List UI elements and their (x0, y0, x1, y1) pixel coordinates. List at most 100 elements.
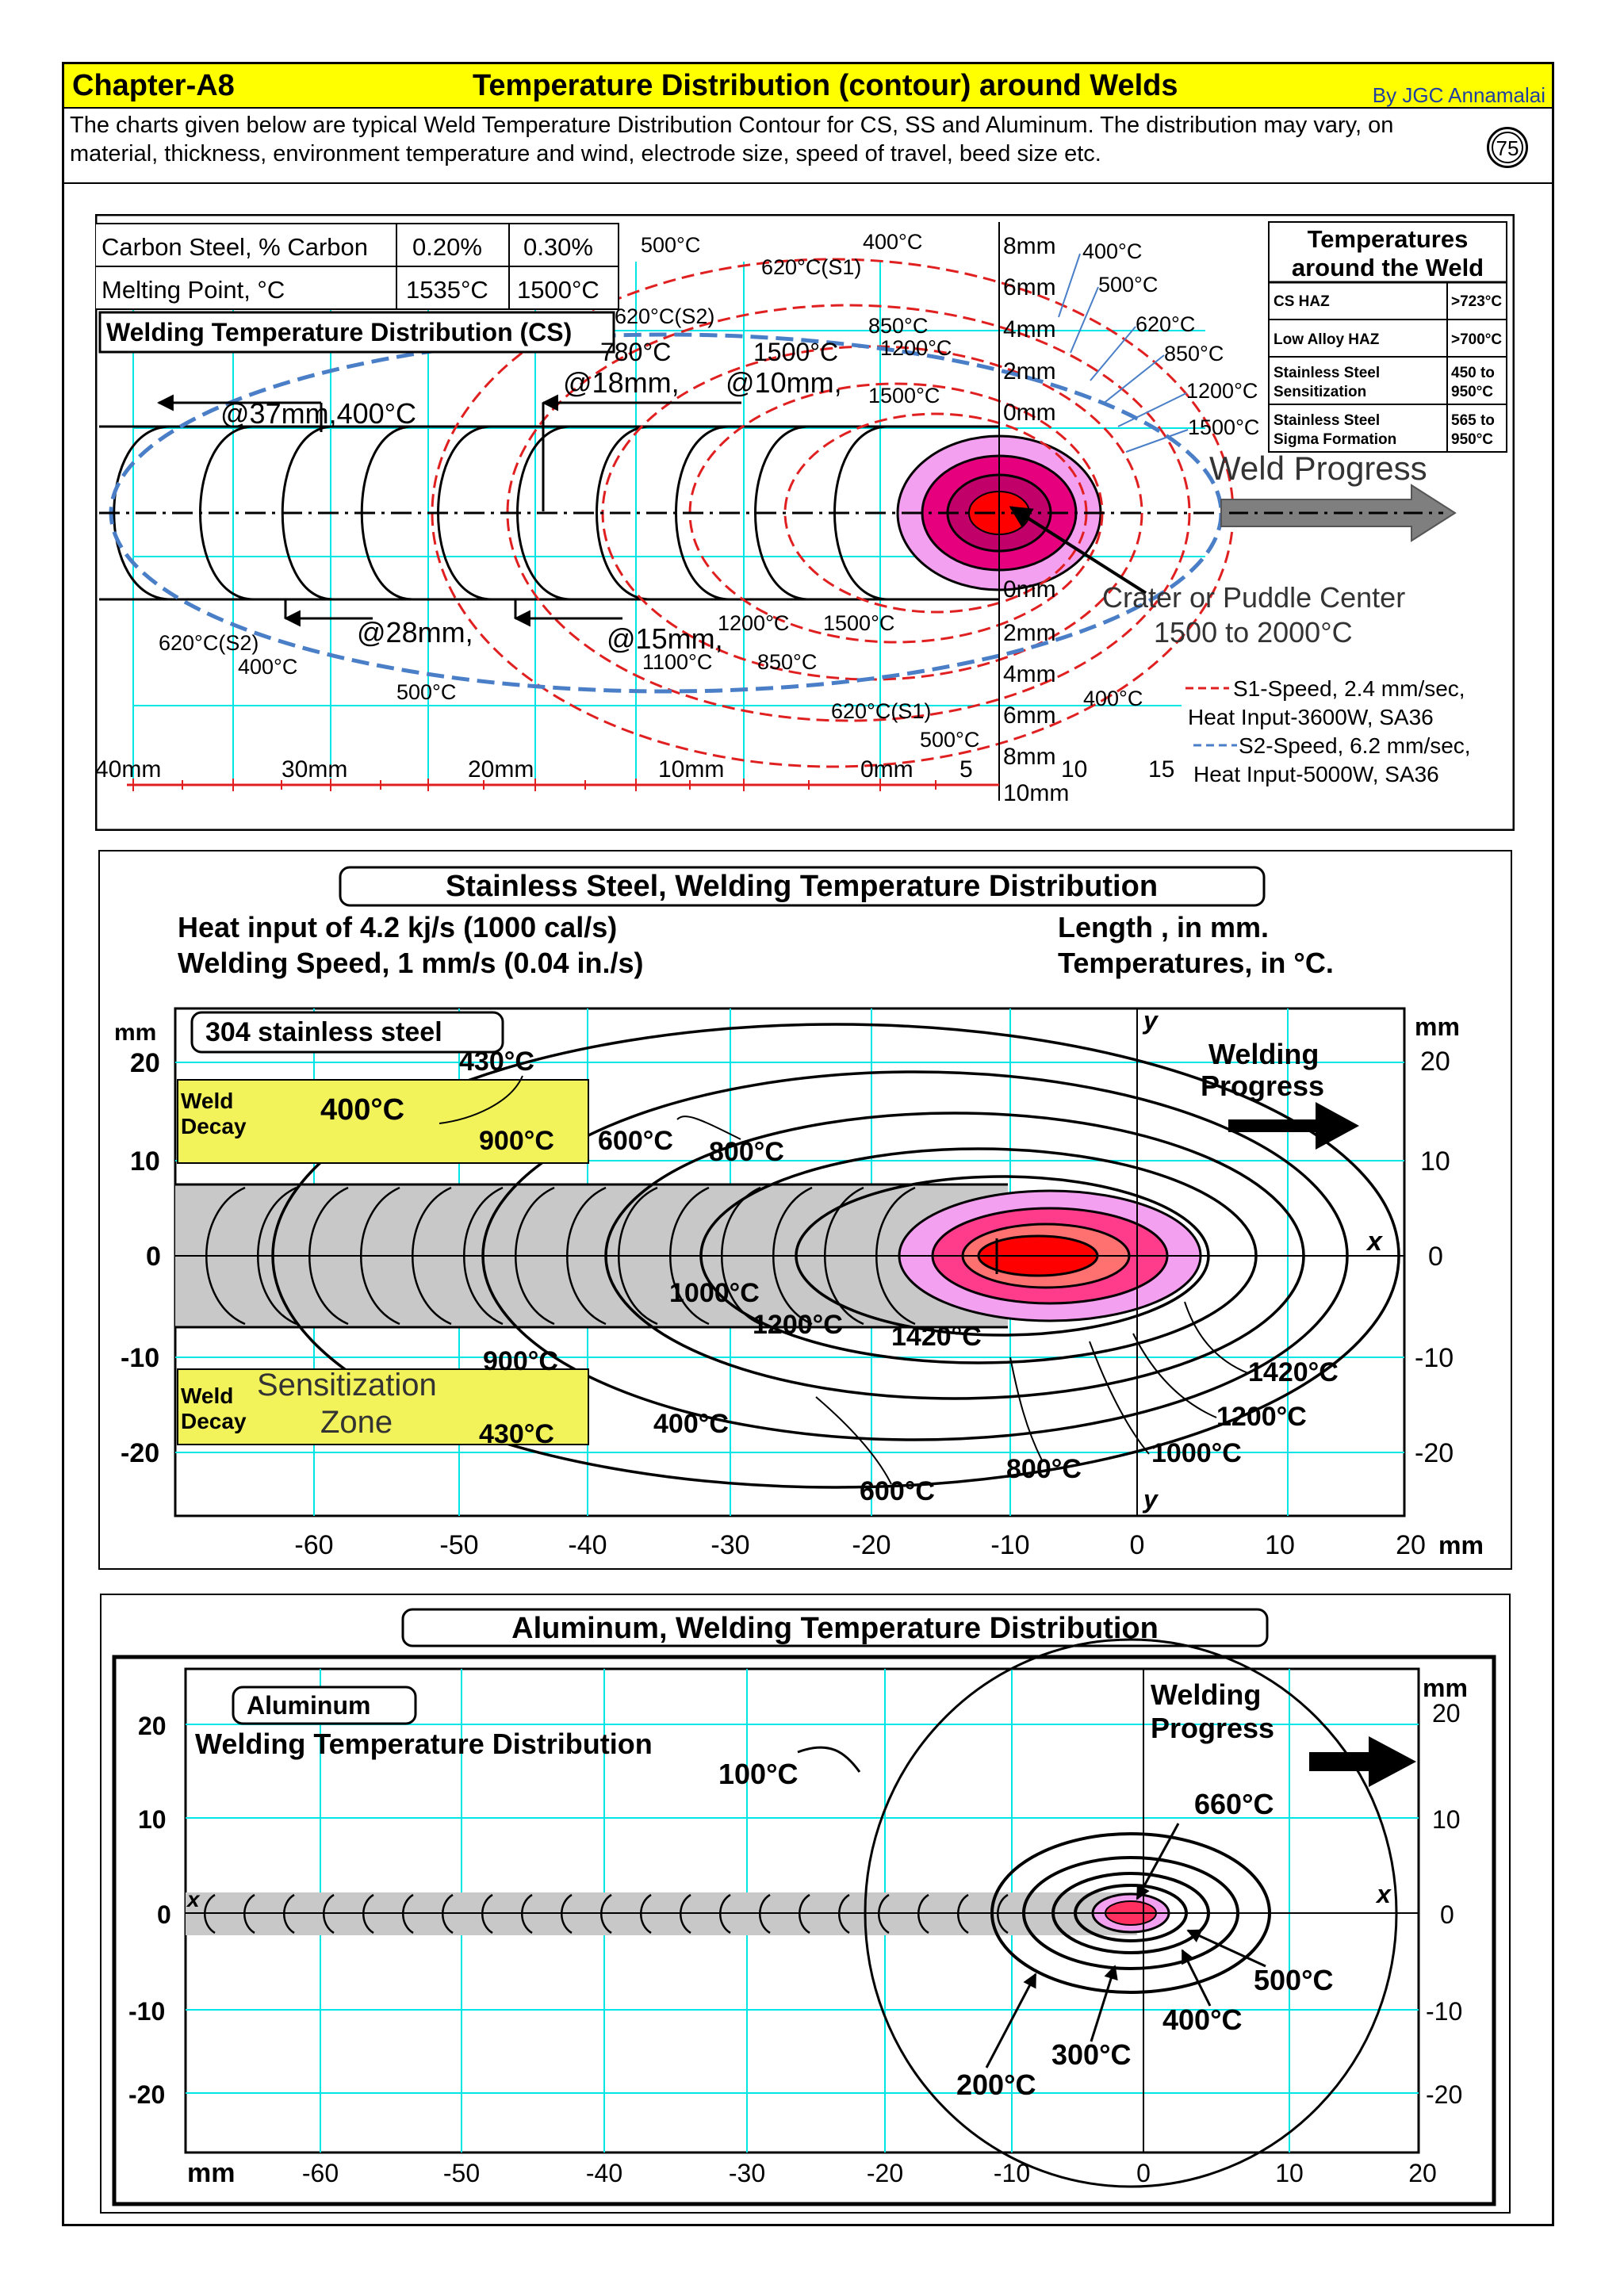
ss-y-symbol-bottom: y (1142, 1485, 1159, 1513)
al-y-unit-right: mm (1423, 1674, 1468, 1702)
chapter-label: Chapter-A8 (72, 69, 235, 102)
x-tick: -50 (439, 1530, 478, 1560)
ss-length-note: Length , in mm. (1058, 911, 1269, 943)
label: 620°C (1136, 312, 1195, 336)
al-material-box (232, 1686, 417, 1725)
dist-label: 6mm (1003, 702, 1056, 729)
label: 1200°C (718, 611, 789, 635)
x-tick: -40 (586, 2159, 622, 2187)
al-x-unit: mm (187, 2158, 235, 2188)
crater-pointer-icon (1009, 506, 1147, 595)
cs-ruler-ticks (132, 779, 936, 791)
x-tick: -20 (867, 2159, 903, 2187)
label: 1100°C (642, 650, 712, 674)
temps-cell: >723°C (1451, 293, 1502, 310)
label: 400°C (1162, 2003, 1242, 2036)
label: 1500°C (868, 384, 940, 408)
ss-x-ticks: -60 -50 -40 -30 -20 -10 0 10 20 (294, 1530, 1425, 1560)
label: 850°C (757, 650, 817, 674)
label: 1200°C (880, 336, 952, 360)
al-x-symbol-left: x (186, 1887, 201, 1911)
temps-cell: Sensitization (1274, 384, 1366, 400)
ss-y-unit: mm (114, 1020, 156, 1046)
x-tick: 20mm (468, 756, 534, 783)
x-tick: 20 (1408, 2159, 1437, 2187)
label: 400°C (320, 1093, 404, 1127)
label: 660°C (1194, 1788, 1274, 1820)
al-title: Aluminum, Welding Temperature Distributi… (511, 1612, 1159, 1645)
ss-decay-bot-box (177, 1368, 589, 1445)
temps-cell: Stainless Steel (1274, 365, 1380, 381)
ss-title-box (339, 866, 1266, 907)
label: 400°C (1082, 239, 1142, 263)
label: 200°C (956, 2068, 1036, 2101)
dist-label: 10mm (1003, 780, 1069, 806)
label: @37mm,400°C (220, 397, 416, 430)
y-tick: 10 (138, 1805, 167, 1834)
ss-diagram: Stainless Steel, Welding Temperature Dis… (98, 850, 1512, 1570)
al-x-symbol: x (1375, 1880, 1392, 1908)
ss-sensitization-1: Sensitization (257, 1368, 437, 1402)
temps-cell: >700°C (1451, 331, 1502, 348)
x-tick: 10 (1265, 1530, 1295, 1560)
al-diagram: Aluminum, Welding Temperature Distributi… (100, 1594, 1511, 2214)
temps-cell: 565 to (1451, 412, 1495, 429)
label: 620°C(S2) (159, 631, 259, 655)
cs-diagram: 8mm 6mm 4mm 2mm 0mm 0mm 2mm 4mm 6mm 8mm … (95, 214, 1515, 831)
y-tick: 10 (130, 1146, 160, 1177)
x-tick: -60 (294, 1530, 333, 1560)
label: 800°C (1006, 1454, 1082, 1484)
x-tick: -10 (994, 2159, 1030, 2187)
page-number: 75 (1496, 136, 1519, 160)
ss-decay-top-1: Weld (181, 1089, 233, 1113)
x-tick: -20 (852, 1530, 891, 1560)
al-y-ticks-right: mm 20 10 0 -10 -20 (1423, 1674, 1468, 2109)
x-tick: 0 (1136, 2159, 1151, 2187)
x-tick: 5 (959, 756, 973, 783)
dist-label: 2mm (1003, 620, 1056, 646)
temps-title-1: Temperatures (1308, 225, 1469, 253)
label: 1000°C (669, 1278, 760, 1308)
cs-props-table: Carbon Steel, % Carbon 0.20% 0.30% Melti… (95, 223, 619, 310)
y-tick: -10 (1415, 1343, 1454, 1373)
y-tick: 0 (1440, 1900, 1454, 1929)
y-tick: 10 (1420, 1146, 1450, 1177)
dist-label: 4mm (1003, 661, 1056, 687)
cs-leader-lines (1058, 253, 1189, 453)
ss-speed: Welding Speed, 1 mm/s (0.04 in./s) (178, 947, 644, 979)
label: 1200°C (1186, 379, 1258, 403)
label: 400°C (653, 1409, 729, 1439)
label: 1420°C (891, 1322, 982, 1352)
y-tick: 0 (1428, 1242, 1443, 1272)
al-contour-labels: 100°C 660°C 500°C 400°C 300°C 200°C (718, 1758, 1333, 2101)
al-title-box (401, 1608, 1269, 1647)
x-tick: 10mm (658, 756, 724, 783)
label: @18mm, (563, 366, 680, 399)
intro-paragraph: The charts given below are typical Weld … (70, 113, 1394, 166)
props-cell: 1535°C (406, 276, 488, 304)
x-tick: 15 (1148, 756, 1174, 783)
cs-contour-labels: 500°C 400°C 620°C(S1) 620°C(S2) 850°C 12… (159, 230, 1259, 752)
label: 500°C (1254, 1964, 1333, 1996)
cs-title-box (98, 311, 615, 354)
al-x-ticks: -60 -50 -40 -30 -20 -10 0 10 20 (302, 2159, 1437, 2187)
ss-x-unit: mm (1438, 1531, 1484, 1559)
label: 500°C (1098, 273, 1158, 297)
y-tick: -10 (1426, 1997, 1462, 2026)
y-tick: 0 (146, 1242, 161, 1272)
y-tick: 20 (1432, 1699, 1461, 1728)
label: 1200°C (1216, 1402, 1307, 1432)
y-tick: 20 (130, 1048, 160, 1078)
al-material: Aluminum (247, 1691, 370, 1720)
legend-s1-line1: S1-Speed, 2.4 mm/sec, (1233, 676, 1465, 701)
dist-label: 0mm (1003, 400, 1056, 426)
dist-label: 8mm (1003, 744, 1056, 770)
label: 1500°C (823, 611, 894, 635)
x-tick: -40 (568, 1530, 607, 1560)
legend-s1-line2: Heat Input-3600W, SA36 (1188, 705, 1434, 729)
ss-y-ticks-right: mm 20 10 0 -10 -20 (1415, 1012, 1460, 1468)
y-tick: -10 (121, 1343, 159, 1373)
al-panel: Aluminum, Welding Temperature Distributi… (100, 1594, 1511, 2214)
ss-y-unit-right: mm (1415, 1012, 1460, 1041)
ss-progress-2: Progress (1201, 1070, 1324, 1102)
